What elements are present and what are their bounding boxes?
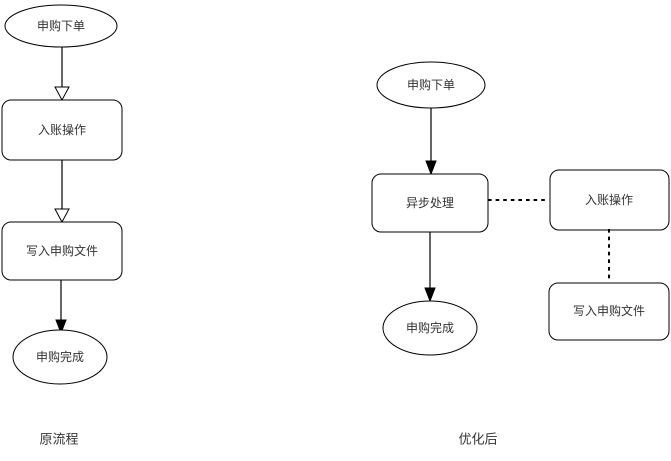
node-orig-write-file[interactable]: 写入申购文件 [1,221,123,281]
node-label: 写入申购文件 [573,303,645,318]
edge-opt-2 [424,232,436,303]
node-label: 申购完成 [36,349,84,364]
arrowhead-solid-icon [55,319,67,335]
node-label: 入账操作 [585,192,633,207]
node-label: 写入申购文件 [26,243,98,258]
ellipse-shape [382,300,478,356]
node-opt-end[interactable]: 申购完成 [382,300,478,356]
caption-original-flow: 原流程 [39,431,78,446]
edge-orig-2 [54,160,70,224]
ellipse-shape [4,4,118,48]
node-label: 入账操作 [38,122,86,137]
arrowhead-solid-icon [424,287,436,303]
node-label: 申购下单 [37,18,85,33]
node-orig-posting[interactable]: 入账操作 [1,99,123,161]
node-label: 申购下单 [407,77,455,92]
edge-orig-3 [55,280,67,335]
optimized-flow-group: 申购下单 异步处理 申购完成 入账操作 [371,61,670,446]
arrowhead-solid-icon [425,160,437,176]
caption-optimized-flow: 优化后 [458,431,497,446]
node-label: 异步处理 [406,196,454,210]
arrowhead-hollow-icon [54,86,70,102]
node-opt-write-file[interactable]: 写入申购文件 [548,282,670,341]
node-opt-async[interactable]: 异步处理 [371,173,489,233]
edge-opt-1 [425,108,437,176]
arrowhead-hollow-icon [54,208,70,224]
ellipse-shape [12,329,108,385]
edge-orig-1 [54,47,70,102]
original-flow-group: 申购下单 入账操作 写入申购文件 申购完成 [1,4,123,446]
node-orig-end[interactable]: 申购完成 [12,329,108,385]
node-label: 申购完成 [406,320,454,335]
node-opt-start[interactable]: 申购下单 [376,61,486,109]
node-orig-start[interactable]: 申购下单 [4,4,118,48]
rect-shape [1,221,123,281]
rect-shape [548,282,670,341]
node-opt-posting[interactable]: 入账操作 [549,169,670,231]
